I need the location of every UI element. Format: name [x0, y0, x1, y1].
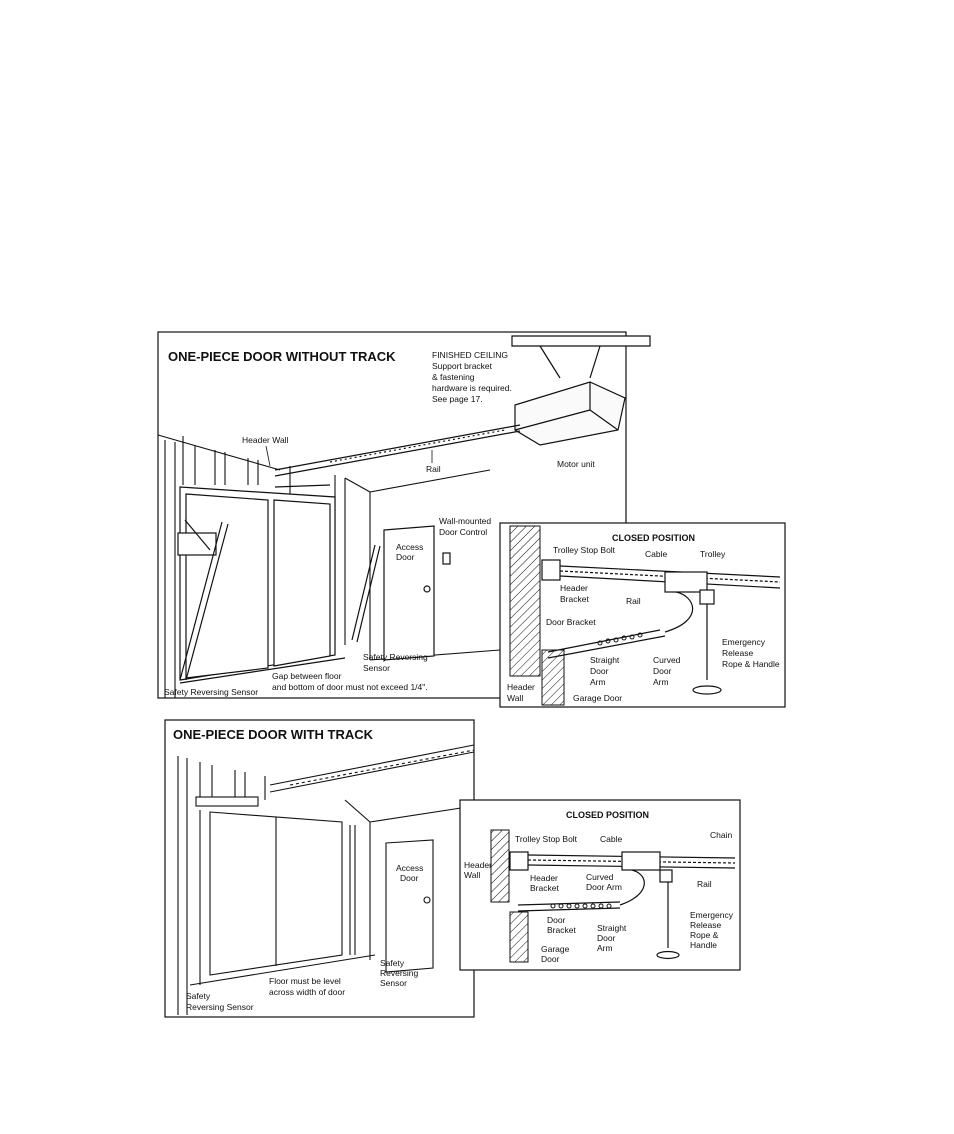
top-panel: ONE-PIECE DOOR WITHOUT TRACK — [157, 331, 651, 699]
header-bracket-label-1: Header — [560, 583, 588, 593]
motor-unit-drawing — [511, 335, 651, 446]
cable-label: Cable — [645, 549, 667, 559]
bottom-garage-door-label-2: Door — [541, 954, 560, 964]
access-door-label-2: Door — [396, 552, 415, 562]
bottom-curved-arm-label-1: Curved — [586, 872, 614, 882]
motor-unit-label: Motor unit — [557, 459, 595, 469]
bottom-header-wall-label-2: Wall — [464, 870, 480, 880]
trolley-stop-bolt-label: Trolley Stop Bolt — [553, 545, 616, 555]
bottom-access-door-label-2: Door — [400, 873, 419, 883]
bottom-cable-label: Cable — [600, 834, 622, 844]
top-panel-title: ONE-PIECE DOOR WITHOUT TRACK — [168, 349, 396, 364]
emergency-label-3: Rope & Handle — [722, 659, 780, 669]
bottom-inset-title: CLOSED POSITION — [566, 810, 649, 820]
wall-control-label-2: Door Control — [439, 527, 487, 537]
ceiling-note-line-3: & fastening — [432, 372, 475, 382]
ceiling-note-line-4: hardware is required. — [432, 383, 512, 393]
inset-header-wall-label-2: Wall — [507, 693, 523, 703]
bottom-emergency-label-1: Emergency — [690, 910, 734, 920]
rail-drawing — [274, 424, 521, 477]
garage-door-drawing — [177, 484, 381, 684]
straight-arm-label-2: Door — [590, 666, 609, 676]
bottom-access-door-label-1: Access — [396, 863, 423, 873]
inset-garage-door-label: Garage Door — [573, 693, 622, 703]
bottom-straight-arm-holes — [550, 903, 612, 909]
bottom-sensor-left-2: Reversing Sensor — [186, 1002, 254, 1012]
bottom-straight-arm-label-3: Arm — [597, 943, 613, 953]
bottom-header-bracket-label-2: Bracket — [530, 883, 559, 893]
bottom-emergency-label-3: Rope & — [690, 930, 719, 940]
bottom-garage-door-hatch — [509, 911, 529, 963]
inset-header-wall-label-1: Header — [507, 682, 535, 692]
bottom-panel: ONE-PIECE DOOR WITH TRACK Acce — [164, 719, 475, 1018]
bottom-header-wall-hatch — [490, 829, 510, 903]
header-wall-hatch — [509, 525, 541, 677]
bottom-sensor-left-1: Safety — [186, 991, 211, 1001]
garage-door-hatch — [541, 649, 565, 706]
straight-arm-label-3: Arm — [590, 677, 606, 687]
straight-arm-label-1: Straight — [590, 655, 620, 665]
bottom-inset: CLOSED POSITION Trolley Stop Bo — [459, 799, 741, 971]
header-bracket-label-2: Bracket — [560, 594, 589, 604]
header-wall-label: Header Wall — [242, 435, 289, 445]
bottom-garage-door-label-1: Garage — [541, 944, 570, 954]
floor-note-2: across width of door — [269, 987, 345, 997]
door-bracket-label: Door Bracket — [546, 617, 596, 627]
curved-arm-label-3: Arm — [653, 677, 669, 687]
bottom-trolley-stop-bolt-label: Trolley Stop Bolt — [515, 834, 578, 844]
floor-note-1: Floor must be level — [269, 976, 341, 986]
emergency-label-1: Emergency — [722, 637, 766, 647]
bottom-inset-mechanism — [509, 851, 736, 960]
bottom-emergency-label-4: Handle — [690, 940, 717, 950]
bottom-panel-title: ONE-PIECE DOOR WITH TRACK — [173, 727, 374, 742]
bottom-curved-arm-label-2: Door Arm — [586, 882, 622, 892]
ceiling-note-line-2: Support bracket — [432, 361, 493, 371]
bottom-straight-arm-label-2: Door — [597, 933, 616, 943]
inset-rail-label: Rail — [626, 596, 641, 606]
safety-sensor-right-2: Sensor — [363, 663, 390, 673]
bottom-door-bracket-label-1: Door — [547, 915, 566, 925]
bottom-sensor-right-2: Reversing — [380, 968, 419, 978]
bottom-rail-label: Rail — [697, 879, 712, 889]
bottom-emergency-label-2: Release — [690, 920, 721, 930]
ceiling-note-line-5: See page 17. — [432, 394, 483, 404]
access-door-drawing — [383, 525, 451, 661]
gap-note-2: and bottom of door must not exceed 1/4". — [272, 682, 428, 692]
bottom-sensor-right-1: Safety — [380, 958, 405, 968]
straight-arm-holes — [597, 632, 643, 646]
safety-sensor-left: Safety Reversing Sensor — [164, 687, 258, 697]
access-door-label-1: Access — [396, 542, 423, 552]
rail-label: Rail — [426, 464, 441, 474]
ceiling-note-line-1: FINISHED CEILING — [432, 350, 508, 360]
bottom-garage-drawing — [177, 744, 475, 1015]
trolley-label: Trolley — [700, 549, 726, 559]
emergency-label-2: Release — [722, 648, 753, 658]
top-inset: CLOSED POSITION Trolley Stop Bolt Cable — [499, 522, 786, 708]
bottom-straight-arm-label-1: Straight — [597, 923, 627, 933]
bottom-header-wall-label-1: Header — [464, 860, 492, 870]
gap-note-1: Gap between floor — [272, 671, 342, 681]
bottom-header-bracket-label-1: Header — [530, 873, 558, 883]
wall-control-label-1: Wall-mounted — [439, 516, 491, 526]
curved-arm-label-1: Curved — [653, 655, 681, 665]
curved-arm-label-2: Door — [653, 666, 672, 676]
top-inset-title: CLOSED POSITION — [612, 533, 695, 543]
chain-label: Chain — [710, 830, 732, 840]
bottom-door-bracket-label-2: Bracket — [547, 925, 576, 935]
bottom-sensor-right-3: Sensor — [380, 978, 407, 988]
safety-sensor-right-1: Safety Reversing — [363, 652, 428, 662]
